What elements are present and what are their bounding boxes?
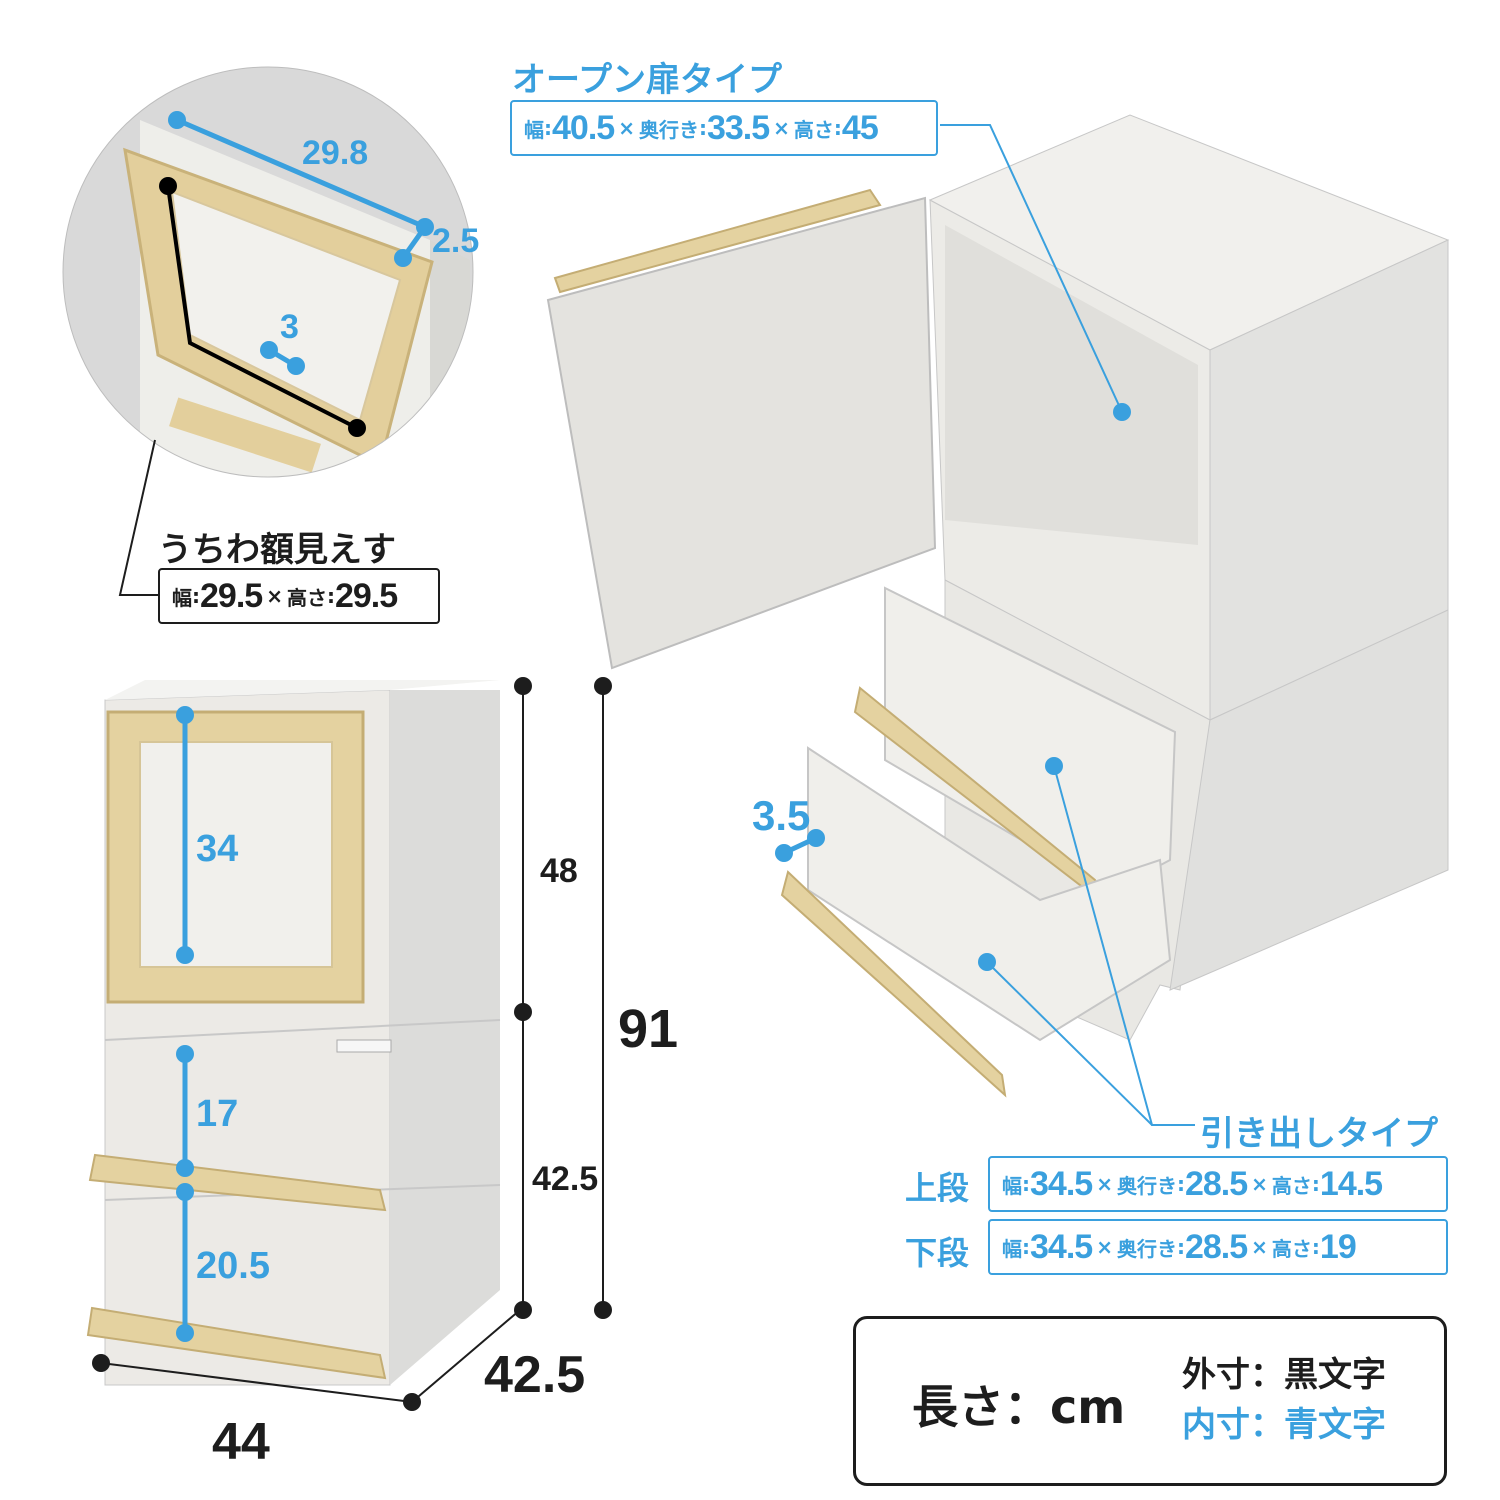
times-3: ×: [773, 116, 790, 140]
drawer-top-height-dim: 17: [196, 1093, 239, 1135]
width-dim: 44: [212, 1413, 270, 1471]
circle-top-dim: 29.8: [302, 134, 369, 172]
uchiwa-size-box: 幅: 29.5 × 高さ: 29.5: [158, 568, 440, 624]
open-h: 45: [841, 108, 879, 147]
lower-drawer-size-box: 幅: 34.5 × 奥行き: 28.5 × 高さ: 19: [988, 1219, 1448, 1275]
times-7: ×: [1251, 1235, 1268, 1259]
upper-height-dim: 48: [540, 852, 578, 890]
circle-depth-dim: 3: [280, 308, 299, 346]
lower-h: 19: [1319, 1227, 1357, 1266]
open-door-size-box: 幅: 40.5 × 奥行き: 33.5 × 高さ: 45: [510, 100, 938, 156]
times-5: ×: [1251, 1172, 1268, 1196]
times-6: ×: [1096, 1235, 1113, 1259]
open-cabinet: [546, 114, 1450, 1126]
frame-detail-circle: [62, 66, 474, 596]
lower-w-label: 幅: [1002, 1236, 1022, 1261]
circle-side-dim: 2.5: [432, 222, 480, 260]
lower-d-label: 奥行き: [1116, 1236, 1177, 1261]
drawer-title: 引き出しタイプ: [1200, 1114, 1438, 1154]
lower-h-label: 高さ: [1271, 1236, 1312, 1261]
lower-w: 34.5: [1030, 1227, 1093, 1266]
lower-row-label: 下段: [905, 1234, 970, 1272]
upper-row-label: 上段: [905, 1169, 970, 1207]
outer-legend: 外寸：黒文字: [1182, 1355, 1386, 1395]
unit-label: 長さ：cm: [912, 1380, 1126, 1434]
uchiwa-title: うちわ額見えす: [158, 530, 396, 570]
upper-drawer-size-box: 幅: 34.5 × 奥行き: 28.5 × 高さ: 14.5: [988, 1156, 1448, 1212]
open-w-label: 幅: [524, 117, 544, 142]
upper-d: 28.5: [1184, 1164, 1248, 1203]
open-h-label: 高さ: [793, 117, 834, 142]
frame-height-dim: 34: [196, 828, 239, 870]
open-w: 40.5: [552, 108, 615, 147]
drawer-bottom-height-dim: 20.5: [196, 1245, 270, 1287]
times-2: ×: [618, 116, 635, 140]
uchiwa-w-label: 幅: [172, 585, 192, 610]
lower-height-dim: 42.5: [532, 1160, 599, 1198]
uchiwa-h-label: 高さ: [286, 585, 327, 610]
open-door-title: オープン扉タイプ: [512, 60, 782, 100]
rail-dim: 3.5: [752, 792, 811, 839]
upper-w: 34.5: [1030, 1164, 1093, 1203]
times-4: ×: [1096, 1172, 1113, 1196]
upper-h: 14.5: [1319, 1164, 1383, 1203]
lower-d: 28.5: [1184, 1227, 1248, 1266]
inner-legend: 内寸：青文字: [1182, 1405, 1386, 1445]
upper-h-label: 高さ: [1271, 1173, 1312, 1198]
open-d: 33.5: [706, 108, 770, 147]
unit-legend: 長さ：cm 外寸：黒文字 内寸：青文字: [853, 1316, 1447, 1486]
uchiwa-h: 29.5: [334, 576, 398, 615]
total-height-dim: 91: [618, 999, 679, 1059]
uchiwa-w: 29.5: [200, 576, 263, 615]
times-1: ×: [266, 584, 283, 608]
depth-dim: 42.5: [484, 1346, 586, 1404]
open-d-label: 奥行き: [638, 117, 699, 142]
front-cabinet: [86, 677, 612, 1411]
upper-d-label: 奥行き: [1116, 1173, 1177, 1198]
upper-w-label: 幅: [1002, 1173, 1022, 1198]
